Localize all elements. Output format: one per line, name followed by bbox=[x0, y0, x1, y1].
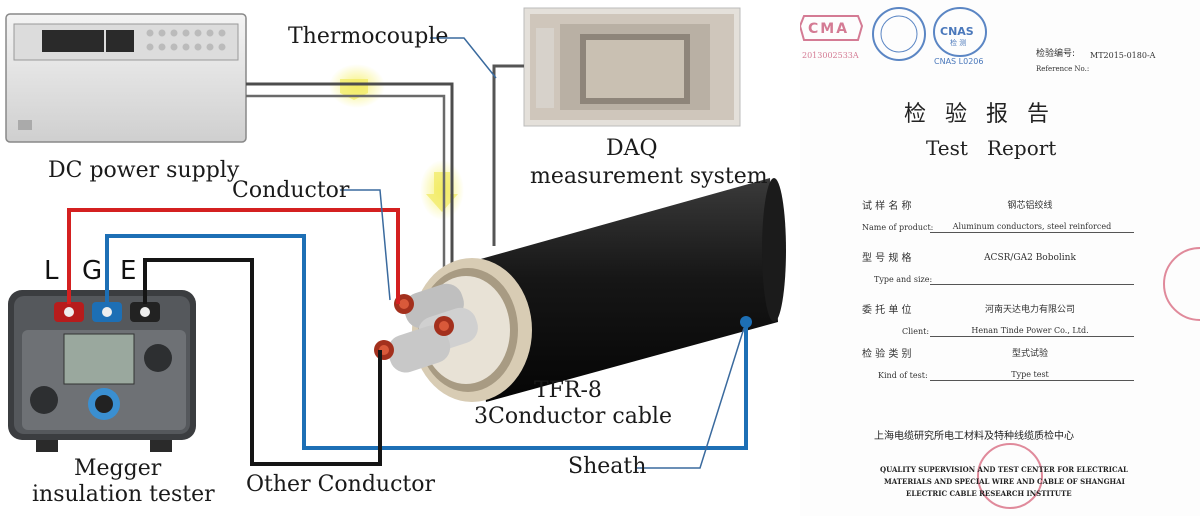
test-report: CMA 2013002533A CNAS 检 测 CNAS L0206 检验编号… bbox=[800, 0, 1200, 516]
field-client-value-en: Henan Tinde Power Co., Ltd. bbox=[971, 326, 1089, 335]
field-client-en: Client: bbox=[902, 327, 930, 336]
setup-diagram bbox=[5, 7, 786, 469]
sheath-pointer bbox=[636, 327, 745, 469]
other-conductor-label: Other Conductor bbox=[246, 472, 435, 497]
field-kind-en: Kind of test: bbox=[878, 371, 928, 380]
thermocouple-label: Thermocouple bbox=[288, 24, 449, 49]
report-no-cn-label: 检验编号: bbox=[1036, 49, 1076, 59]
power-wire-2 bbox=[246, 94, 446, 326]
field-type-cn: 型 号 规 格 bbox=[862, 253, 912, 264]
field-name-en: Name of product: bbox=[862, 223, 934, 232]
cnas-stamp-text: CNAS bbox=[940, 25, 974, 38]
field-name-value-en: Aluminum conductors, steel reinforced bbox=[952, 222, 1112, 231]
institute-en-2: MATERIALS AND SPECIAL WIRE AND CABLE OF … bbox=[884, 477, 1125, 486]
report-title-cn: 检 验 报 告 bbox=[904, 102, 1055, 127]
field-kind-value-cn: 型式试验 bbox=[1011, 349, 1048, 359]
power-wire-1 bbox=[246, 82, 454, 326]
sheath-label: Sheath bbox=[568, 454, 647, 479]
cnas-sub-text: 检 测 bbox=[950, 39, 967, 47]
field-kind-cn: 检 验 类 别 bbox=[862, 349, 912, 360]
dc-power-supply-label: DC power supply bbox=[48, 158, 240, 183]
tfr8-cable bbox=[374, 178, 786, 402]
terminal-l-label: L bbox=[44, 256, 59, 286]
report-stamps bbox=[800, 7, 1200, 509]
conductor-label: Conductor bbox=[232, 178, 350, 203]
field-kind-value-en: Type test bbox=[1011, 370, 1049, 379]
field-client-cn: 委 托 单 位 bbox=[862, 305, 912, 316]
red-wire bbox=[67, 208, 400, 304]
megger-tester bbox=[8, 290, 196, 452]
report-title-en: Test Report bbox=[926, 136, 1057, 160]
institute-en-3: ELECTRIC CABLE RESEARCH INSTITUTE bbox=[906, 489, 1072, 498]
report-no-value: MT2015-0180-A bbox=[1090, 51, 1156, 60]
institute-cn: 上海电缆研究所电工材料及特种线缆质检中心 bbox=[874, 431, 1074, 442]
field-name-cn: 试 样 名 称 bbox=[862, 201, 912, 212]
cnas-code: CNAS L0206 bbox=[934, 57, 984, 66]
terminal-g-label: G bbox=[82, 256, 103, 286]
cable-label-line1: TFR-8 bbox=[534, 378, 602, 403]
cma-code: 2013002533A bbox=[802, 51, 859, 60]
megger-label-line2: insulation tester bbox=[32, 482, 215, 507]
terminal-e-label: E bbox=[120, 256, 137, 286]
field-client-value-cn: 河南天达电力有限公司 bbox=[984, 305, 1075, 315]
daq-label-line2: measurement system bbox=[530, 164, 768, 189]
cable-label-line2: 3Conductor cable bbox=[474, 404, 672, 429]
thermocouple-wire bbox=[492, 64, 524, 246]
institute-en-1: QUALITY SUPERVISION AND TEST CENTER FOR … bbox=[880, 465, 1128, 474]
dc-power-supply bbox=[5, 13, 247, 143]
field-name-value-cn: 钢芯铝绞线 bbox=[1007, 201, 1053, 211]
thermocouple-pointer bbox=[430, 37, 497, 79]
blue-wire bbox=[105, 234, 748, 450]
daq-system-photo bbox=[523, 7, 741, 127]
field-type-value: ACSR/GA2 Bobolink bbox=[984, 253, 1076, 263]
megger-label-line1: Megger bbox=[74, 456, 162, 481]
report-no-en-label: Reference No.: bbox=[1036, 65, 1090, 73]
cma-stamp-text: CMA bbox=[808, 21, 850, 37]
conductor-pointer bbox=[340, 189, 391, 301]
black-wire bbox=[143, 258, 382, 466]
field-type-en: Type and size: bbox=[874, 275, 933, 284]
daq-label-line1: DAQ bbox=[606, 136, 658, 161]
